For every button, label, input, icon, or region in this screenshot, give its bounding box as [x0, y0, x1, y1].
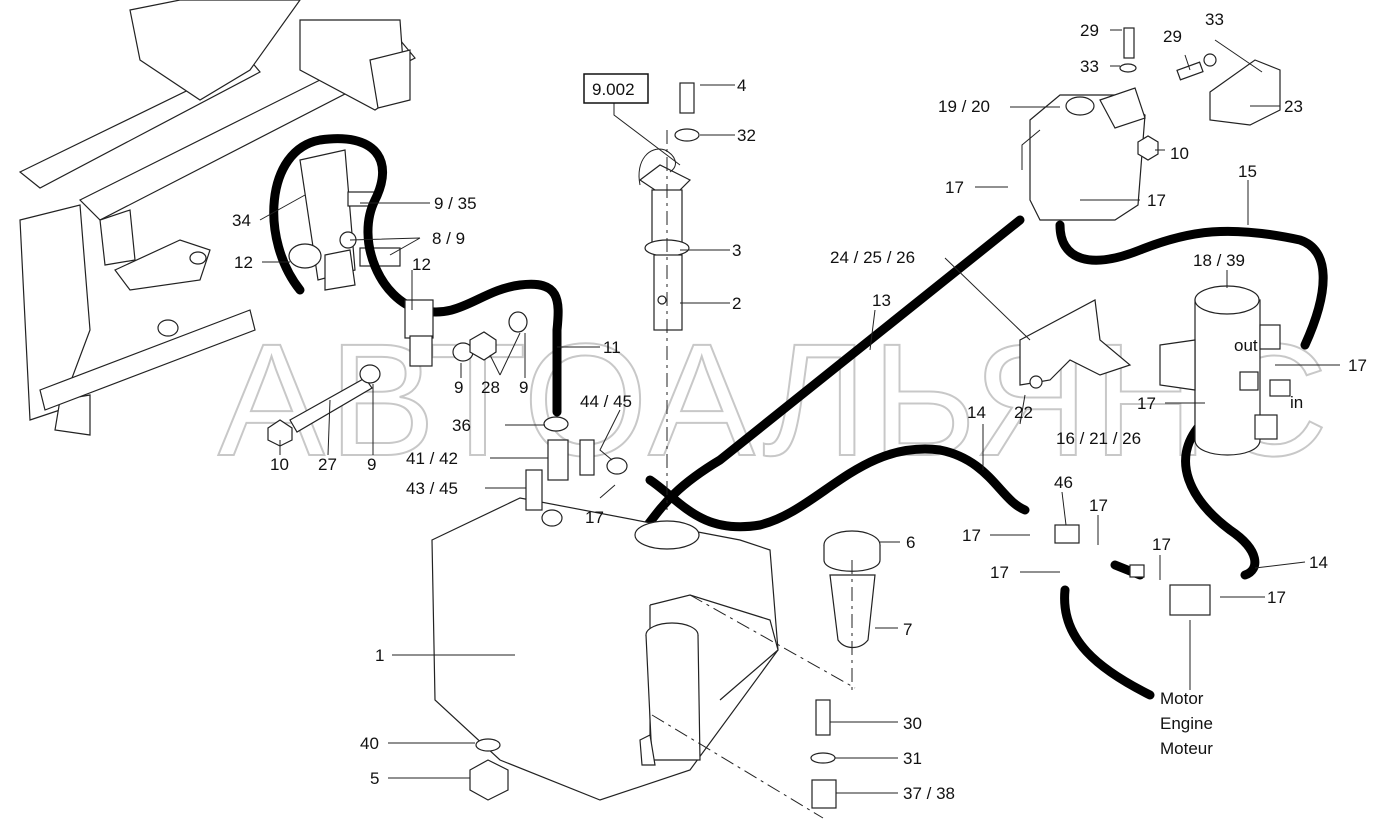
label-1: 1 — [375, 646, 384, 665]
label-17f: 17 — [962, 526, 981, 545]
label-17g: 17 — [1089, 496, 1108, 515]
label-23: 23 — [1284, 97, 1303, 116]
strainer — [823, 530, 881, 649]
label-9b: 9 — [519, 378, 528, 397]
hose-15 — [1055, 220, 1328, 350]
label-17i: 17 — [990, 563, 1009, 582]
leader-lines — [259, 29, 1340, 794]
label-16-21-26: 16 / 21 / 26 — [1056, 429, 1141, 448]
label-4: 4 — [737, 76, 746, 95]
label-14a: 14 — [967, 403, 986, 422]
prefilter-18-39 — [1159, 285, 1291, 456]
label-11: 11 — [603, 338, 621, 357]
label-41-42: 41 / 42 — [406, 449, 458, 468]
hose-return — [1060, 585, 1155, 700]
engine-label-motor: Motor — [1160, 689, 1204, 708]
label-3: 3 — [732, 241, 741, 260]
label-9c: 9 — [367, 455, 376, 474]
bracket-23 — [1176, 53, 1281, 126]
chassis-frame — [18, 0, 416, 436]
hose-14 — [1181, 420, 1260, 580]
label-13: 13 — [872, 291, 891, 310]
label-17h: 17 — [1152, 535, 1171, 554]
label-43-45: 43 / 45 — [406, 479, 458, 498]
engine-label-moteur: Moteur — [1160, 739, 1213, 758]
part-labels: 4 32 3 2 29 33 29 33 23 19 / 20 10 17 17… — [232, 10, 1367, 803]
label-17j: 17 — [1267, 588, 1286, 607]
label-17c: 17 — [585, 508, 604, 527]
engine-label-engine: Engine — [1160, 714, 1213, 733]
label-9-35: 9 / 35 — [434, 194, 477, 213]
label-22: 22 — [1014, 403, 1033, 422]
label-29a: 29 — [1080, 21, 1099, 40]
label-6: 6 — [906, 533, 915, 552]
label-17a: 17 — [945, 178, 964, 197]
tank-fittings — [525, 416, 628, 527]
label-17d: 17 — [1348, 356, 1367, 375]
label-28: 28 — [481, 378, 500, 397]
fuel-sender — [638, 82, 700, 331]
label-40: 40 — [360, 734, 379, 753]
watermark: АВТОАЛЬЯНС — [218, 310, 1332, 489]
label-12b: 12 — [412, 255, 431, 274]
label-5: 5 — [370, 769, 379, 788]
label-12a: 12 — [234, 253, 253, 272]
hose-11 — [269, 134, 563, 417]
label-37-38: 37 / 38 — [903, 784, 955, 803]
label-2: 2 — [732, 294, 741, 313]
bracket-24-25-26 — [1019, 299, 1132, 389]
label-10b: 10 — [270, 455, 289, 474]
label-30: 30 — [903, 714, 922, 733]
label-18-39: 18 / 39 — [1193, 251, 1245, 270]
hose-22 — [645, 444, 1030, 532]
fuel-tank — [431, 497, 779, 801]
label-36: 36 — [452, 416, 471, 435]
label-19-20: 19 / 20 — [938, 97, 990, 116]
label-33a: 33 — [1080, 57, 1099, 76]
label-in: in — [1290, 393, 1303, 412]
label-15: 15 — [1238, 162, 1257, 181]
label-32: 32 — [737, 126, 756, 145]
label-17b: 17 — [1147, 191, 1166, 210]
label-10a: 10 — [1170, 144, 1189, 163]
clamp-12 — [288, 243, 434, 367]
label-14b: 14 — [1309, 553, 1328, 572]
bolt-27 — [267, 311, 528, 447]
label-out: out — [1234, 336, 1258, 355]
label-27: 27 — [318, 455, 337, 474]
label-17e: 17 — [1137, 394, 1156, 413]
label-44-45: 44 / 45 — [580, 392, 632, 411]
reference-box-label: 9.002 — [592, 80, 635, 99]
label-33b: 33 — [1205, 10, 1224, 29]
fittings — [1054, 524, 1211, 616]
label-31: 31 — [903, 749, 922, 768]
label-8-9: 8 / 9 — [432, 229, 465, 248]
drain-plug — [469, 738, 509, 801]
reference-box[interactable] — [583, 73, 649, 104]
label-9a: 9 — [454, 378, 463, 397]
label-24-25-26: 24 / 25 / 26 — [830, 248, 915, 267]
mount-bolt — [810, 699, 837, 809]
label-34: 34 — [232, 211, 251, 230]
fuel-filter — [1021, 27, 1159, 221]
label-7: 7 — [903, 620, 912, 639]
label-46: 46 — [1054, 473, 1073, 492]
label-29b: 29 — [1163, 27, 1182, 46]
